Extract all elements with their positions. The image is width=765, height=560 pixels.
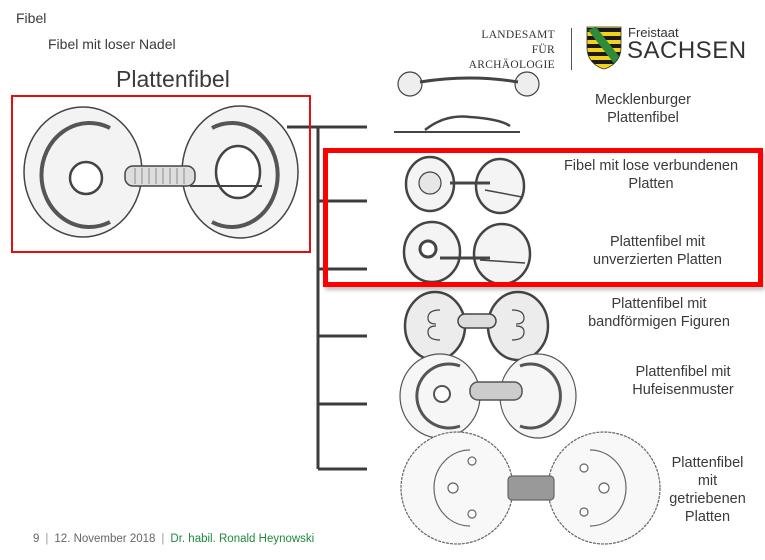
branch-label-6: Plattenfibel mit getriebenen Platten [669, 455, 746, 525]
footer-separator: | [161, 533, 165, 545]
state-name-small: Freistaat [628, 25, 679, 40]
branch-label-5: Plattenfibel mit Hufeisenmuster [632, 364, 734, 398]
saxony-coat-of-arms-icon [586, 26, 622, 70]
hufeisenmuster-drawing [399, 353, 577, 439]
branch-label-3: Plattenfibel mit unverzierten Platten [593, 234, 722, 268]
branch-label-1: Mecklenburger Plattenfibel [595, 92, 691, 126]
root-type-highlight [11, 95, 311, 253]
breadcrumb-level-2: Fibel mit loser Nadel [48, 36, 176, 52]
author-name: Dr. habil. Ronald Heynowski [170, 533, 315, 545]
institution-line-2: FÜR ARCHÄOLOGIE [468, 44, 555, 71]
state-name-large: SACHSEN [627, 37, 747, 64]
page-title: Plattenfibel [116, 66, 230, 92]
unverzierte-platten-drawing [402, 220, 532, 286]
institution-logo-text: LANDESAMT FÜR ARCHÄOLOGIE [447, 28, 555, 73]
logo-divider [571, 28, 572, 70]
lose-verbundene-platten-drawing [404, 155, 526, 215]
branch-label-4: Plattenfibel mit bandförmigen Figuren [588, 296, 730, 330]
footer-separator: | [45, 533, 49, 545]
plattenfibel-drawing [23, 105, 299, 239]
selected-types-highlight [323, 148, 763, 287]
institution-line-1: LANDESAMT [481, 29, 555, 41]
branch-label-2: Fibel mit lose verbundenen Platten [563, 158, 739, 192]
breadcrumb-level-1: Fibel [16, 10, 47, 26]
page-number: 9 [33, 533, 40, 545]
presentation-date: 12. November 2018 [54, 533, 156, 545]
slide-footer: 9 | 12. November 2018 | Dr. habil. Ronald He… [33, 533, 314, 545]
getriebene-platten-drawing [400, 431, 661, 545]
bandfoermige-figuren-drawing [403, 290, 550, 362]
mecklenburger-drawing [394, 71, 540, 133]
